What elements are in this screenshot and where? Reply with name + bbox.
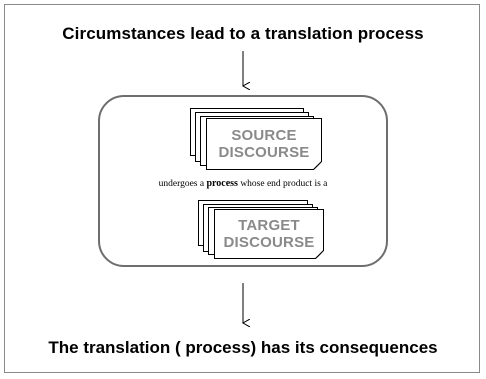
top-heading: Circumstances lead to a translation proc… (62, 24, 424, 43)
bottom-heading: The translation ( process) has its conse… (48, 338, 438, 357)
middle-sentence-before: undergoes a (158, 179, 205, 189)
middle-sentence-emphasis: process (206, 178, 238, 189)
target-document-label-line1: TARGET (238, 217, 300, 234)
middle-sentence: undergoes a process whose end product is… (98, 178, 388, 189)
source-document-label-line1: SOURCE (231, 127, 297, 144)
source-document-stack: SOURCE DISCOURSE (190, 108, 326, 170)
dog-ear-icon (315, 250, 324, 259)
dog-ear-icon (313, 161, 322, 170)
target-document-label-line2: DISCOURSE (223, 234, 315, 251)
target-document-stack: TARGET DISCOURSE (198, 200, 328, 260)
middle-sentence-after: whose end product is a (240, 179, 328, 189)
target-document-front-page: TARGET DISCOURSE (214, 209, 324, 259)
source-document-front-page: SOURCE DISCOURSE (206, 118, 322, 170)
source-document-label-line2: DISCOURSE (218, 144, 310, 161)
